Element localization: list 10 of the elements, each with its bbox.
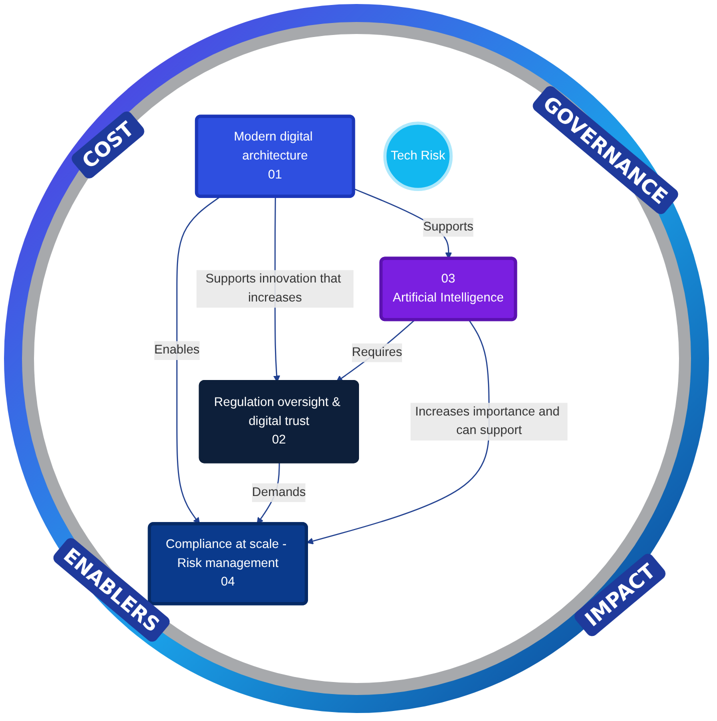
edge-label: Supports innovation that increases xyxy=(206,272,341,305)
arrow xyxy=(176,196,220,524)
edge-label: Requires xyxy=(352,346,402,360)
arrow xyxy=(336,320,416,382)
node-circle: Tech Risk xyxy=(383,122,453,191)
edge-label: Demands xyxy=(252,486,306,499)
edge-label: Increases importance and can support xyxy=(415,405,560,438)
edge-label: Supports xyxy=(423,220,474,234)
edge-label: Enables xyxy=(154,344,200,357)
arrow xyxy=(306,320,490,544)
